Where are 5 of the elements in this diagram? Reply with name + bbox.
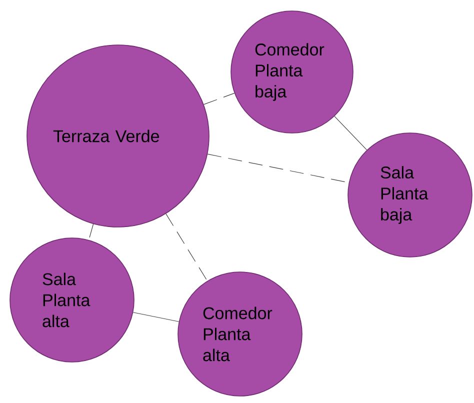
connector-line (166, 214, 208, 282)
connector-line (334, 116, 368, 150)
connector-line (132, 312, 180, 322)
connector-line (203, 92, 235, 105)
connector-line (88, 224, 94, 240)
